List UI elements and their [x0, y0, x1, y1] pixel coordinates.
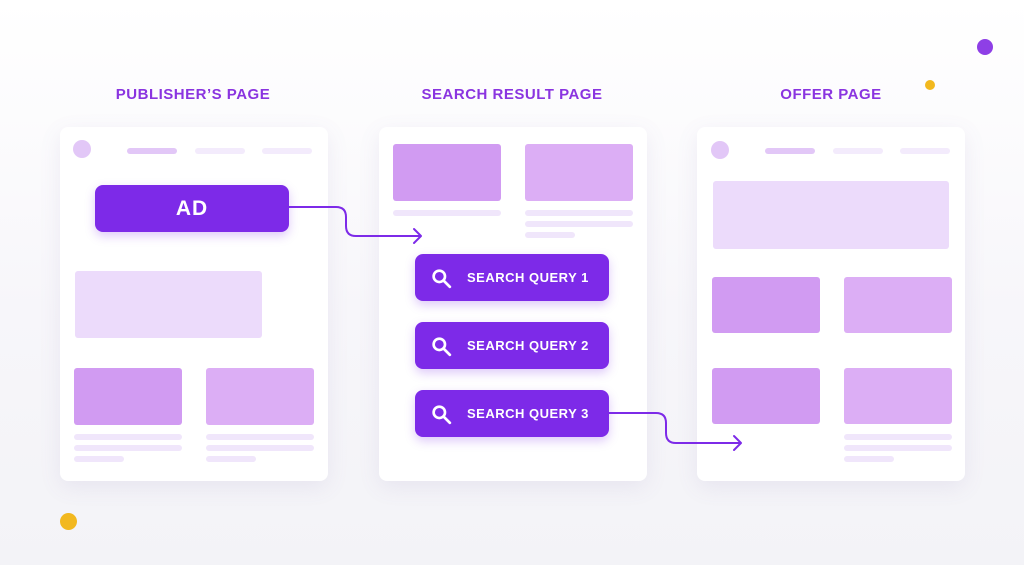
image-placeholder	[74, 368, 182, 425]
heading-offer-page: OFFER PAGE	[780, 86, 882, 103]
heading-publishers-page: PUBLISHER’S PAGE	[115, 86, 271, 103]
avatar-placeholder	[73, 140, 91, 158]
image-placeholder	[393, 144, 501, 201]
search-icon	[432, 405, 452, 425]
image-placeholder	[525, 144, 633, 201]
decorative-dot-yellow-small	[925, 80, 935, 90]
search-query-2-button[interactable]: SEARCH QUERY 2	[415, 322, 609, 369]
nav-placeholder-active	[127, 148, 177, 154]
search-icon	[432, 269, 452, 289]
avatar-placeholder	[711, 141, 729, 159]
heading-search-result-page: SEARCH RESULT PAGE	[421, 86, 603, 103]
banner-placeholder	[713, 181, 949, 249]
decorative-dot-purple	[977, 39, 993, 55]
offer-page-card	[697, 127, 965, 481]
text-placeholder	[206, 456, 256, 462]
text-placeholder	[525, 210, 633, 216]
text-placeholder	[525, 232, 575, 238]
text-placeholder	[74, 434, 182, 440]
search-query-2-label: SEARCH QUERY 2	[467, 338, 589, 353]
text-placeholder	[393, 210, 501, 216]
text-placeholder	[74, 445, 182, 451]
ad-button[interactable]: AD	[95, 185, 289, 232]
search-query-1-button[interactable]: SEARCH QUERY 1	[415, 254, 609, 301]
nav-placeholder	[833, 148, 883, 154]
image-placeholder	[712, 368, 820, 424]
search-query-3-button[interactable]: SEARCH QUERY 3	[415, 390, 609, 437]
text-placeholder	[525, 221, 633, 227]
content-block-placeholder	[75, 271, 262, 338]
text-placeholder	[74, 456, 124, 462]
image-placeholder	[712, 277, 820, 333]
nav-placeholder	[900, 148, 950, 154]
text-placeholder	[844, 434, 952, 440]
ad-label: AD	[175, 196, 209, 220]
nav-placeholder	[195, 148, 245, 154]
text-placeholder	[844, 456, 894, 462]
search-query-1-label: SEARCH QUERY 1	[467, 270, 589, 285]
image-placeholder	[844, 277, 952, 333]
image-placeholder	[844, 368, 952, 424]
nav-placeholder-active	[765, 148, 815, 154]
nav-placeholder	[262, 148, 312, 154]
text-placeholder	[206, 445, 314, 451]
text-placeholder	[206, 434, 314, 440]
search-query-3-label: SEARCH QUERY 3	[467, 406, 589, 421]
search-icon	[432, 337, 452, 357]
publisher-page-card	[60, 127, 328, 481]
decorative-dot-yellow-large	[60, 513, 77, 530]
image-placeholder	[206, 368, 314, 425]
text-placeholder	[844, 445, 952, 451]
